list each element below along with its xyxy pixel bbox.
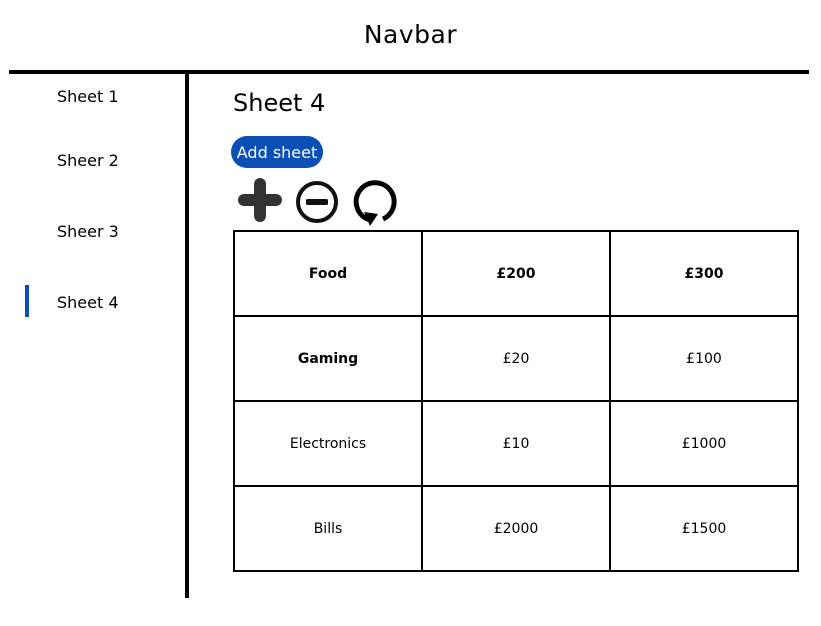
table-cell[interactable]: Food [233,230,423,317]
sidebar-item-sheet-3[interactable]: Sheer 3 [57,222,119,241]
sidebar-divider [185,72,189,598]
sidebar-item-sheet-1[interactable]: Sheet 1 [57,87,119,106]
table-cell[interactable]: £10 [421,400,611,487]
table-cell[interactable]: £1500 [609,485,799,572]
add-sheet-button[interactable]: Add sheet [231,136,323,168]
minus-circle-icon[interactable] [294,179,340,225]
plus-icon[interactable] [236,177,284,223]
refresh-icon[interactable] [350,176,400,230]
table-row: Food£200£300 [233,230,799,317]
sidebar-item-sheet-4[interactable]: Sheet 4 [57,293,119,312]
page-title: Sheet 4 [233,89,326,117]
table-row: Gaming£20£100 [233,315,799,402]
navbar-title: Navbar [363,20,458,49]
table-cell[interactable]: £300 [609,230,799,317]
table-cell[interactable]: Bills [233,485,423,572]
table-cell[interactable]: £20 [421,315,611,402]
table-cell[interactable]: Electronics [233,400,423,487]
table-cell[interactable]: £2000 [421,485,611,572]
table-cell[interactable]: Gaming [233,315,423,402]
table-cell[interactable]: £1000 [609,400,799,487]
table-cell[interactable]: £100 [609,315,799,402]
table-row: Bills£2000£1500 [233,485,799,572]
table-row: Electronics£10£1000 [233,400,799,487]
table-cell[interactable]: £200 [421,230,611,317]
sidebar-item-sheet-2[interactable]: Sheer 2 [57,151,119,170]
navbar-divider [9,70,809,74]
active-sheet-indicator [25,285,29,317]
